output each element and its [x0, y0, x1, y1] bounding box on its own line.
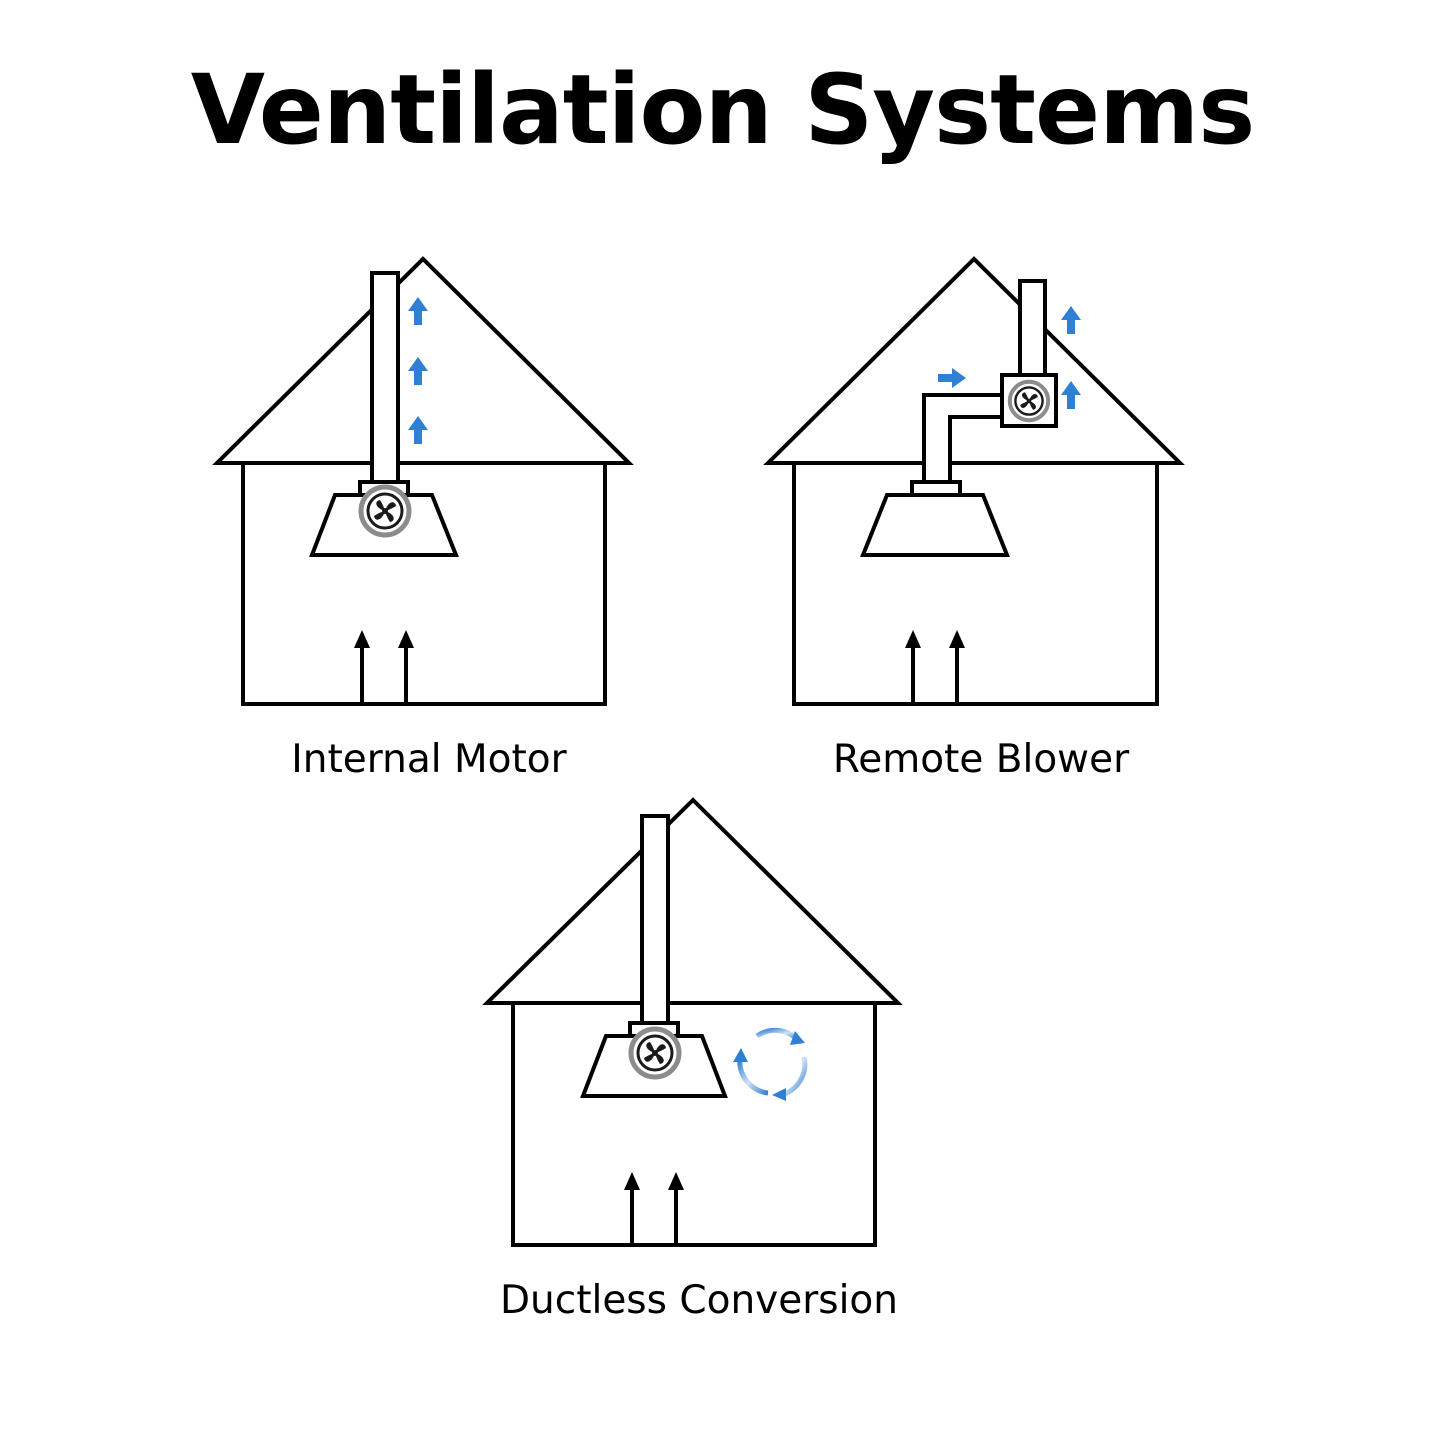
duct	[640, 814, 670, 1026]
fan-icon	[1010, 382, 1048, 420]
page-title: Ventilation Systems	[190, 54, 1256, 166]
system-label: Internal Motor	[291, 737, 567, 782]
system-internal-motor: Internal Motor	[212, 256, 634, 782]
range-hood	[860, 480, 1010, 557]
duct	[370, 271, 400, 485]
system-label: Ductless Conversion	[500, 1278, 898, 1323]
house-outline	[212, 256, 634, 706]
recirculation-icon	[733, 1027, 808, 1101]
system-ductless-conversion: Ductless Conversion	[482, 797, 903, 1323]
house-outline	[763, 256, 1185, 706]
house-outline	[482, 797, 903, 1247]
system-label: Remote Blower	[833, 737, 1130, 782]
fan-icon	[631, 1029, 679, 1077]
fan-icon	[361, 487, 409, 535]
system-remote-blower: Remote Blower	[763, 256, 1185, 782]
